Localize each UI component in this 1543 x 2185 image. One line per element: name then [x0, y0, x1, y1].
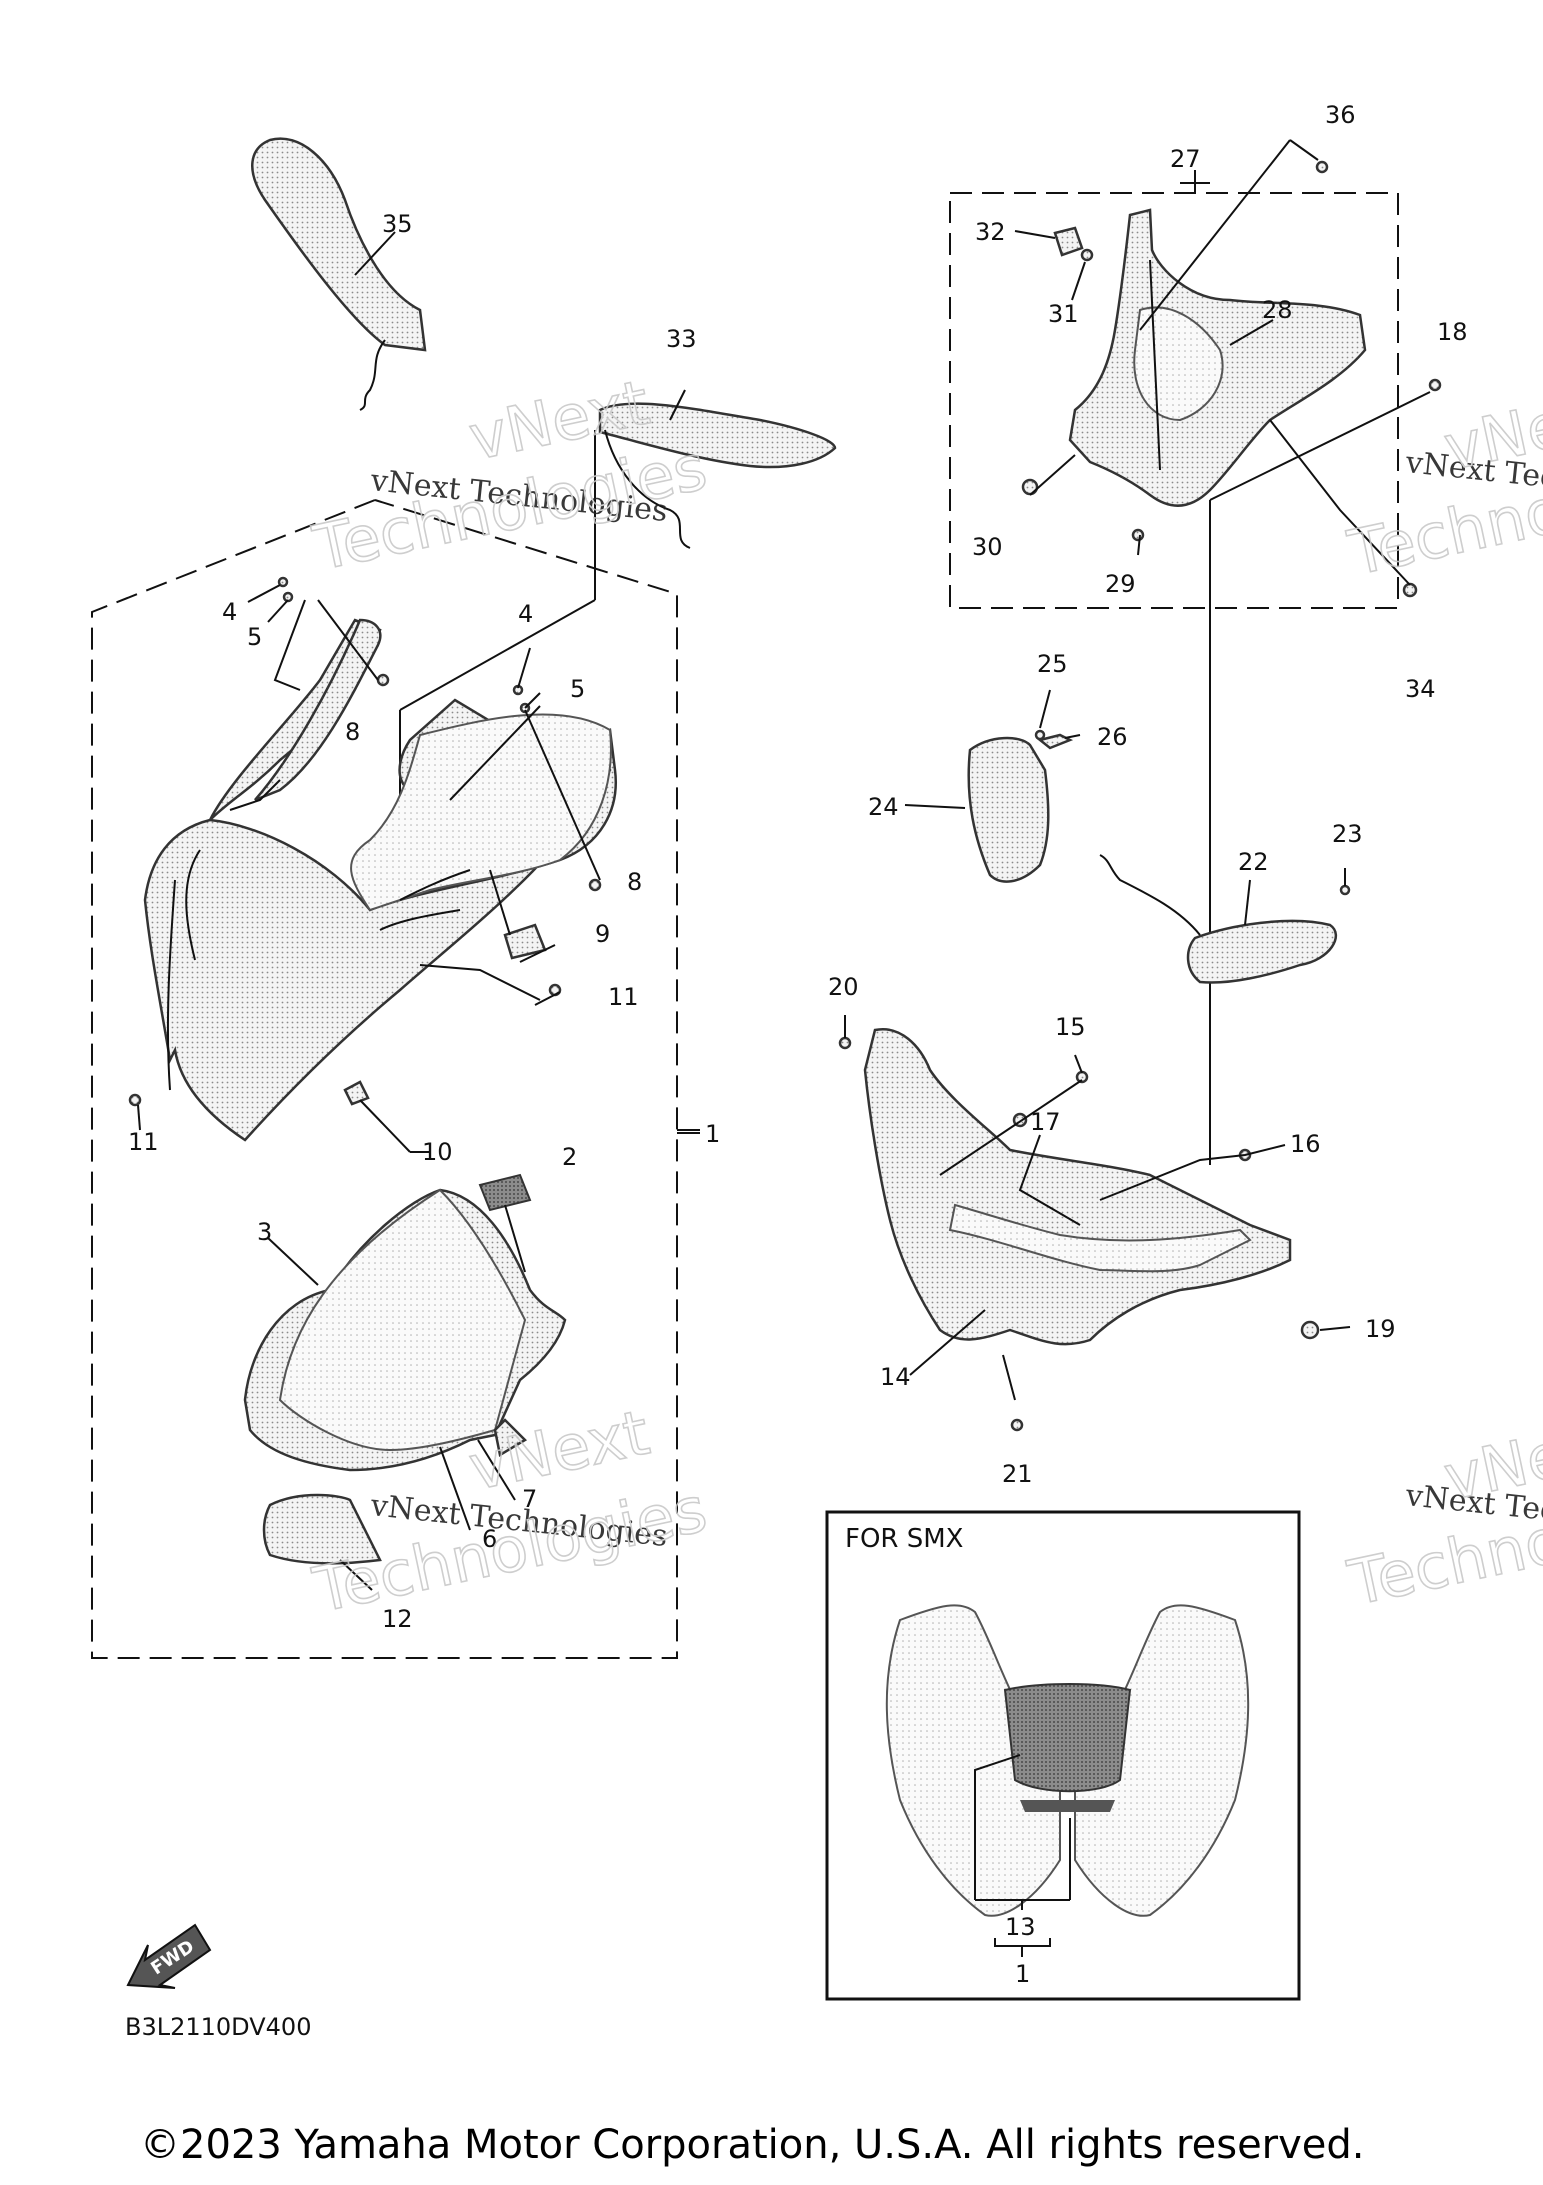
callout-5: 5 — [570, 675, 585, 703]
callout-25: 25 — [1037, 650, 1068, 678]
diagram-code: B3L2110DV400 — [125, 2013, 311, 2041]
callout-17: 17 — [1030, 1108, 1061, 1136]
callout-6: 6 — [482, 1525, 497, 1553]
leader-lines-right-lower — [844, 1015, 1351, 1401]
callout-34: 34 — [1405, 675, 1436, 703]
callout-26: 26 — [1097, 723, 1128, 751]
callout-8: 8 — [627, 868, 642, 896]
callout-32: 32 — [975, 218, 1006, 246]
callout-13: 13 — [1005, 1913, 1036, 1941]
smx-leader-lines — [974, 1754, 1071, 1957]
assembly-27-dashed-boundary — [949, 192, 1399, 609]
callout-29: 29 — [1105, 570, 1136, 598]
callout-21: 21 — [1002, 1460, 1033, 1488]
callout-7: 7 — [522, 1485, 537, 1513]
part-28-meter-bracket — [1068, 208, 1367, 507]
callout-11: 11 — [608, 983, 639, 1011]
leader-lines-left — [137, 584, 700, 1591]
part-24-headlight-unit — [904, 736, 1050, 883]
callout-11: 11 — [128, 1128, 159, 1156]
callout-35: 35 — [382, 210, 413, 238]
callout-27: 27 — [1170, 145, 1201, 173]
callout-15: 15 — [1055, 1013, 1086, 1041]
callout-1: 1 — [705, 1120, 720, 1148]
callout-16: 16 — [1290, 1130, 1321, 1158]
leader-lines-right-upper — [1014, 139, 1431, 1165]
part-12-panel — [262, 1493, 382, 1565]
upper-cowling-assembly — [143, 618, 617, 1142]
part-35-mirror-bracket — [251, 137, 427, 411]
fasteners-right-upper — [1021, 160, 1442, 598]
part-14-cowling-stay — [863, 1027, 1292, 1346]
callout-22: 22 — [1238, 848, 1269, 876]
watermark-big-alt: vNext — [1438, 1406, 1543, 1515]
callout-1-smx: 1 — [1015, 1960, 1030, 1988]
parts-25-26-screws — [1034, 689, 1081, 750]
callout-14: 14 — [880, 1363, 911, 1391]
copyright-notice: ©2023 Yamaha Motor Corporation, U.S.A. A… — [140, 2122, 1365, 2168]
callout-4: 4 — [518, 600, 533, 628]
part-3-lower-cowling — [243, 1188, 567, 1472]
part-22-position-light — [1099, 854, 1351, 984]
callout-5: 5 — [247, 623, 262, 651]
callout-30: 30 — [972, 533, 1003, 561]
callout-2: 2 — [562, 1143, 577, 1171]
fwd-arrow-icon: FWD — [126, 1923, 212, 1989]
watermark-big-alt: vNext — [1438, 376, 1543, 485]
callout-10: 10 — [422, 1138, 453, 1166]
callout-labels: 1 2 3 4 5 8 4 5 8 9 11 11 10 7 6 12 35 3… — [128, 101, 1468, 1988]
callout-12: 12 — [382, 1605, 413, 1633]
smx-inset-title: FOR SMX — [845, 1524, 964, 1554]
watermarks: vNext Technologies Technologies vNext vN… — [306, 365, 1543, 1628]
callout-20: 20 — [828, 973, 859, 1001]
part-10-decal — [343, 1080, 370, 1106]
callout-28: 28 — [1262, 296, 1293, 324]
part-2-decal — [478, 1173, 532, 1212]
callout-24: 24 — [868, 793, 899, 821]
callout-8: 8 — [345, 718, 360, 746]
smx-upper-cowling — [885, 1604, 1250, 1917]
callout-3: 3 — [257, 1218, 272, 1246]
callout-33: 33 — [666, 325, 697, 353]
assembly-1-dashed-boundary — [91, 499, 678, 1659]
callout-36: 36 — [1325, 101, 1356, 129]
callout-18: 18 — [1437, 318, 1468, 346]
callout-19: 19 — [1365, 1315, 1396, 1343]
callout-4: 4 — [222, 598, 237, 626]
callout-23: 23 — [1332, 820, 1363, 848]
callout-9: 9 — [595, 920, 610, 948]
callout-31: 31 — [1048, 300, 1079, 328]
